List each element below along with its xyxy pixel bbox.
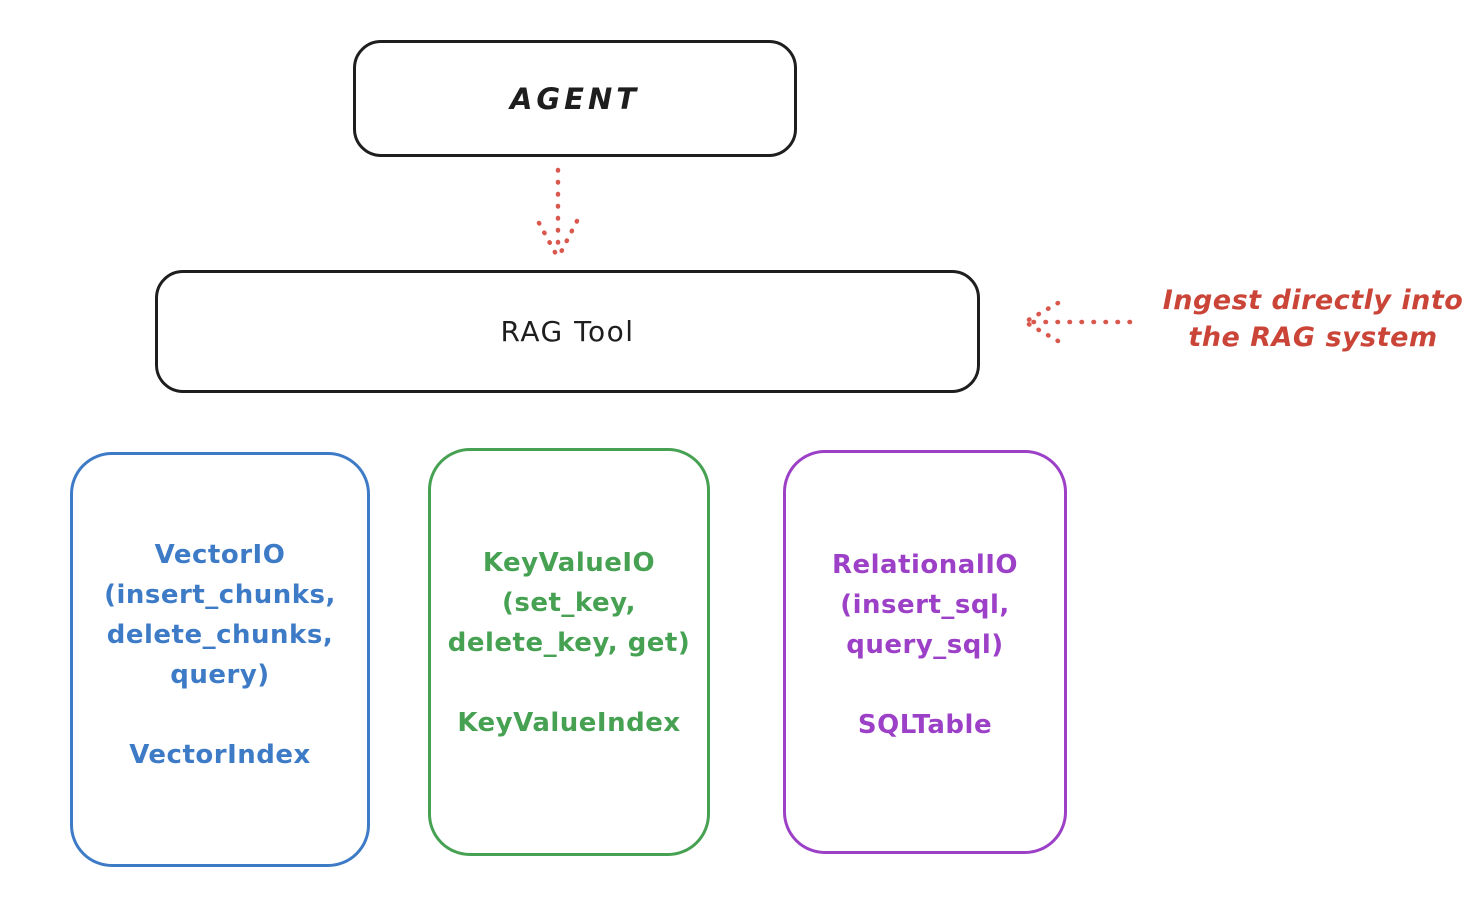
io-box-relational: RelationalIO (insert_sql, query_sql) SQL… (783, 450, 1067, 854)
io-box-line: delete_key, get) (447, 628, 691, 658)
io-box-line: delete_chunks, (106, 620, 334, 650)
io-box-line: KeyValueIO (482, 548, 656, 578)
io-box-line: (insert_chunks, (104, 580, 336, 610)
io-box-line: VectorIO (154, 540, 286, 570)
rag-tool-box: RAG Tool (155, 270, 980, 393)
io-box-line: query_sql) (846, 630, 1004, 660)
io-index-label: KeyValueIndex (457, 708, 681, 738)
annotation-line-1: Ingest directly into (1162, 285, 1464, 316)
io-box-keyvalue: KeyValueIO (set_key, delete_key, get) Ke… (428, 448, 710, 856)
rag-tool-label: RAG Tool (500, 315, 635, 348)
annotation-to-rag-arrow (1022, 300, 1133, 344)
io-index-label: VectorIndex (129, 740, 311, 770)
agent-to-rag-arrow (536, 167, 580, 259)
agent-box: AGENT (353, 40, 797, 157)
io-index-label: SQLTable (857, 710, 993, 740)
io-box-vector: VectorIO (insert_chunks, delete_chunks, … (70, 452, 370, 867)
io-box-line: (set_key, (502, 588, 636, 618)
annotation-text: Ingest directly into the RAG system (1143, 282, 1483, 356)
io-box-line: query) (170, 660, 270, 690)
agent-label: AGENT (509, 81, 641, 116)
annotation-line-2: the RAG system (1188, 322, 1438, 353)
io-box-line: (insert_sql, (840, 590, 1010, 620)
io-box-line: RelationalIO (831, 550, 1019, 580)
